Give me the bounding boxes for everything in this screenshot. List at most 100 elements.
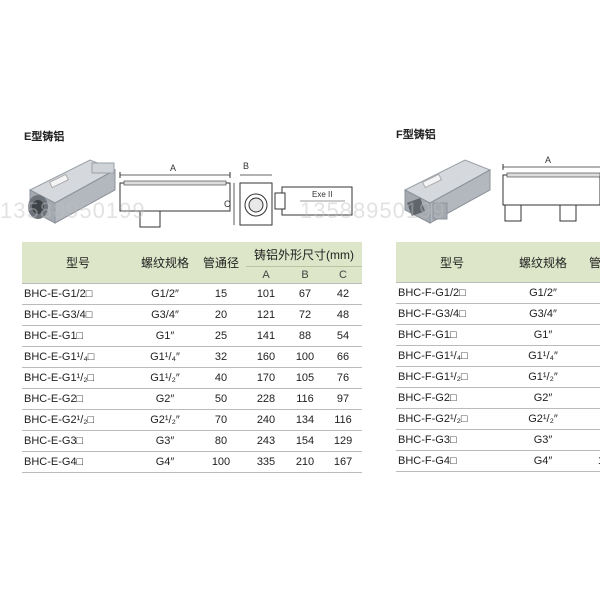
e-cell-a: 170 — [246, 367, 286, 389]
e-cell-b: 134 — [286, 409, 324, 431]
e-cell-model: BHC-E-G2¹/₂□ — [22, 409, 134, 431]
e-cell-model: BHC-E-G1¹/₄□ — [22, 346, 134, 368]
e-type-end-view: B C — [224, 161, 273, 226]
header-model: 型号 — [22, 242, 134, 284]
e-cell-c: 54 — [324, 325, 363, 347]
f-cell-bore: 20 — [578, 303, 600, 325]
e-cell-bore: 25 — [196, 325, 246, 347]
e-cell-bore: 15 — [196, 283, 246, 305]
e-cell-b: 154 — [286, 430, 324, 452]
e-spec-table: 型号 螺纹规格 管通径 铸铝外形尺寸(mm) A B C BHC-E-G1/2□… — [22, 242, 363, 473]
dim-b-label: B — [243, 161, 249, 171]
e-cell-c: 97 — [324, 388, 363, 410]
e-cell-c: 42 — [324, 283, 363, 305]
f-header-thread: 螺纹规格 — [508, 242, 578, 283]
e-cell-a: 121 — [246, 304, 286, 326]
e-cell-model: BHC-E-G2□ — [22, 388, 134, 410]
e-cell-thread: G1″ — [134, 325, 196, 347]
e-cell-a: 141 — [246, 325, 286, 347]
e-cell-thread: G1¹/₄″ — [134, 346, 196, 368]
f-row: BHC-F-G3□G3″80 — [396, 429, 600, 451]
e-cell-bore: 70 — [196, 409, 246, 431]
e-cell-thread: G4″ — [134, 451, 196, 473]
f-cell-thread: G2″ — [508, 387, 578, 409]
e-cell-a: 335 — [246, 451, 286, 473]
header-c: C — [324, 266, 363, 284]
f-cell-thread: G1/2″ — [508, 282, 578, 304]
e-cell-model: BHC-E-G1/2□ — [22, 283, 134, 305]
e-cell-model: BHC-E-G4□ — [22, 451, 134, 473]
e-cell-bore: 100 — [196, 451, 246, 473]
f-cell-thread: G3″ — [508, 429, 578, 451]
e-cell-b: 88 — [286, 325, 324, 347]
e-type-figures: A B C Exe II — [28, 159, 353, 228]
e-cell-model: BHC-E-G1¹/₂□ — [22, 367, 134, 389]
exe-label: Exe II — [312, 190, 332, 199]
e-cell-b: 210 — [286, 451, 324, 473]
e-cell-c: 76 — [324, 367, 363, 389]
f-row: BHC-F-G4□G4″100 — [396, 450, 600, 472]
f-cell-bore: 40 — [578, 366, 600, 388]
dim-a-label: A — [170, 163, 176, 173]
f-cell-model: BHC-F-G1□ — [396, 324, 508, 346]
f-cell-model: BHC-F-G3□ — [396, 429, 508, 451]
e-cell-thread: G1¹/₂″ — [134, 367, 196, 389]
f-cell-bore: 80 — [578, 429, 600, 451]
f-cell-bore: 25 — [578, 324, 600, 346]
e-cell-b: 116 — [286, 388, 324, 410]
e-cell-model: BHC-E-G3/4□ — [22, 304, 134, 326]
e-cell-c: 116 — [324, 409, 363, 431]
f-cell-thread: G1″ — [508, 324, 578, 346]
e-cell-thread: G2″ — [134, 388, 196, 410]
e-section-title: E型铸铝 — [24, 131, 65, 143]
f-row: BHC-F-G2□G2″50 — [396, 387, 600, 409]
header-b: B — [286, 266, 324, 284]
f-cell-model: BHC-F-G1/2□ — [396, 282, 508, 304]
f-cell-bore: 50 — [578, 387, 600, 409]
e-cell-thread: G3/4″ — [134, 304, 196, 326]
f-cell-model: BHC-F-G1¹/₄□ — [396, 345, 508, 367]
header-a: A — [246, 266, 286, 284]
f-cell-model: BHC-F-G2□ — [396, 387, 508, 409]
e-cell-c: 167 — [324, 451, 363, 473]
f-section-title: F型铸铝 — [396, 129, 436, 141]
e-cell-a: 240 — [246, 409, 286, 431]
header-dims: 铸铝外形尺寸(mm) — [246, 242, 363, 267]
f-spec-table: 型号 螺纹规格 管通径 BHC-F-G1/2□G1/2″15BHC-F-G3/4… — [396, 242, 600, 472]
e-cell-bore: 32 — [196, 346, 246, 368]
f-header-bore: 管通径 — [578, 242, 600, 283]
e-cell-model: BHC-E-G1□ — [22, 325, 134, 347]
e-cell-model: BHC-E-G3□ — [22, 430, 134, 452]
dim-c-label: C — [224, 199, 231, 209]
e-cell-c: 48 — [324, 304, 363, 326]
f-type-side-view: A — [502, 155, 600, 222]
f-type-photo — [403, 159, 492, 224]
f-dim-a-label: A — [545, 155, 551, 165]
f-row: BHC-F-G1¹/₄□G1¹/₄″32 — [396, 345, 600, 367]
e-cell-b: 105 — [286, 367, 324, 389]
f-cell-bore: 100 — [578, 450, 600, 472]
f-cell-bore: 15 — [578, 282, 600, 304]
header-thread: 螺纹规格 — [134, 242, 196, 284]
e-cell-b: 72 — [286, 304, 324, 326]
f-row: BHC-F-G1/2□G1/2″15 — [396, 282, 600, 304]
f-row: BHC-F-G3/4□G3/4″20 — [396, 303, 600, 325]
e-cell-thread: G2¹/₂″ — [134, 409, 196, 431]
e-cell-bore: 80 — [196, 430, 246, 452]
e-cell-a: 101 — [246, 283, 286, 305]
e-cell-c: 66 — [324, 346, 363, 368]
f-row: BHC-F-G1□G1″25 — [396, 324, 600, 346]
f-header-model: 型号 — [396, 242, 508, 283]
f-cell-thread: G2¹/₂″ — [508, 408, 578, 430]
header-bore: 管通径 — [196, 242, 246, 284]
e-type-top-view: Exe II — [274, 186, 353, 216]
f-cell-thread: G4″ — [508, 450, 578, 472]
